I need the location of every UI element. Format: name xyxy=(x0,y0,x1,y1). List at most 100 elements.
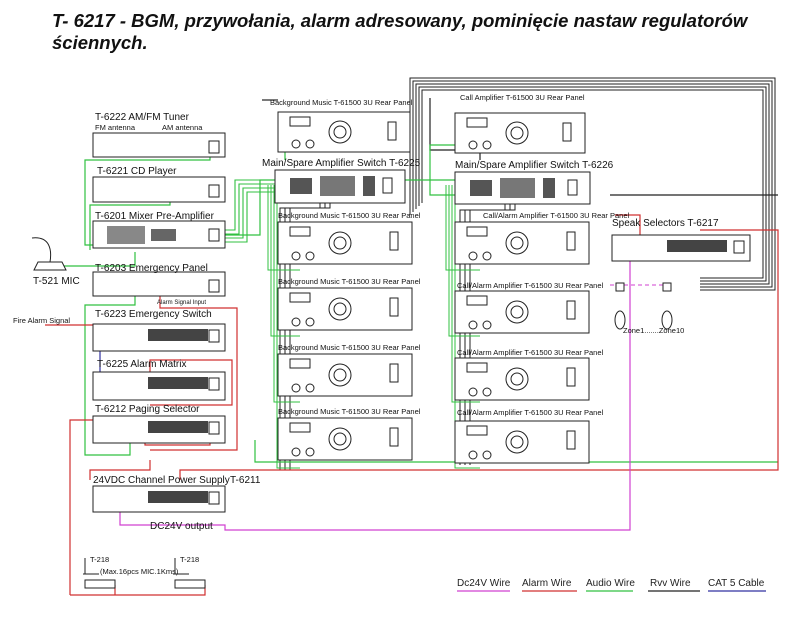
speaker-icon xyxy=(661,310,673,330)
power-socket-icon xyxy=(389,231,399,251)
bgm-amp-3 xyxy=(277,353,413,397)
call-amp-4 xyxy=(454,420,590,464)
power-supply-label: 24VDC Channel Power Supply xyxy=(93,475,230,486)
connector xyxy=(468,140,478,150)
paging-mic-2-label: T-218 xyxy=(180,555,199,564)
audio-wire xyxy=(62,252,136,267)
power-socket-icon xyxy=(208,377,220,391)
terminal-block xyxy=(289,292,311,303)
connector xyxy=(468,320,478,330)
audio-wire xyxy=(270,185,300,337)
alarm-wire xyxy=(89,460,151,480)
cd-player-panel xyxy=(92,176,226,203)
switch-left-label: Main/Spare Amplifier Switch T-6225 xyxy=(262,158,421,169)
call-main-label: Call Amplifier T-61500 3U Rear Panel xyxy=(460,93,585,102)
connector xyxy=(482,251,492,261)
fan-icon xyxy=(505,367,529,391)
fan-icon xyxy=(510,236,524,250)
legend-rvv: Rvv Wire xyxy=(650,578,691,589)
connector xyxy=(468,251,478,261)
fan-icon xyxy=(328,297,352,321)
bgm-amp-label: Background Music T-61500 3U Rear Panel xyxy=(278,407,421,416)
terminal-strip xyxy=(148,491,208,503)
terminal-strip xyxy=(148,329,208,341)
rvv-wire xyxy=(418,86,767,282)
connector xyxy=(305,251,315,261)
fan-icon xyxy=(505,300,529,324)
alarm-matrix xyxy=(92,371,226,401)
legend-cat5: CAT 5 Cable xyxy=(708,578,765,589)
call-amp-label: Call/Alarm Amplifier T-61500 3U Rear Pan… xyxy=(483,211,630,220)
emergency-switch xyxy=(92,323,226,352)
fan-icon xyxy=(505,231,529,255)
audio-wire xyxy=(454,185,480,469)
power-supply xyxy=(92,485,226,513)
connector xyxy=(291,251,301,261)
dc24v-output-label: DC24V output xyxy=(150,521,213,532)
am-antenna-label: AM antenna xyxy=(162,123,203,132)
bgm-main-amp xyxy=(277,111,411,153)
power-socket-icon xyxy=(208,421,220,435)
tuner xyxy=(92,132,226,158)
fan-icon xyxy=(333,236,347,250)
fan-icon xyxy=(333,125,347,139)
alarm-wire xyxy=(150,278,238,451)
power-socket-icon xyxy=(387,121,397,141)
audio-wire xyxy=(267,185,300,271)
switch-t6226 xyxy=(454,171,591,205)
relay-block xyxy=(320,176,355,196)
connector xyxy=(482,450,492,460)
volume-control-icon xyxy=(615,282,625,292)
fan-icon xyxy=(328,120,352,144)
rvv-wire xyxy=(421,89,764,279)
paging-mic-icon xyxy=(83,558,99,575)
terminal-block xyxy=(466,295,488,306)
legend-alarm: Alarm Wire xyxy=(522,578,572,589)
bgm-main-label: Background Music T-61500 3U Rear Panel xyxy=(270,98,413,107)
emergency-panel-panel xyxy=(92,271,226,297)
switch-right-label: Main/Spare Amplifier Switch T-6226 xyxy=(455,160,614,171)
fan-icon xyxy=(328,363,352,387)
power-socket-icon xyxy=(567,179,578,196)
emergency-panel-label: T-6203 Emergency Panel xyxy=(95,263,208,274)
power-socket-icon xyxy=(389,297,399,317)
audio-wire xyxy=(448,185,480,337)
bgm-amp-label: Background Music T-61500 3U Rear Panel xyxy=(278,277,421,286)
dc24v-wire xyxy=(119,260,631,531)
connector xyxy=(291,139,301,149)
power-socket-icon xyxy=(208,228,220,242)
fan-icon xyxy=(510,126,524,140)
power-socket-icon xyxy=(566,367,576,387)
terminal-block xyxy=(289,422,311,433)
power-socket-icon xyxy=(208,491,220,505)
paging-note: (Max.16pcs MIC.1Kms) xyxy=(100,567,179,576)
speaker-icon xyxy=(614,310,626,330)
power-socket-icon xyxy=(208,140,220,154)
paging-selector xyxy=(92,415,226,444)
relay-block xyxy=(500,178,535,198)
connector xyxy=(468,450,478,460)
power-supply-model: T-6211 xyxy=(230,475,261,486)
paging-mic-base xyxy=(84,579,116,589)
rvv-wire xyxy=(459,204,516,465)
call-main-amp xyxy=(454,112,586,154)
mixer-outputs xyxy=(151,229,176,241)
cd-player xyxy=(92,176,226,203)
fan-icon xyxy=(505,121,529,145)
power-socket-icon xyxy=(566,300,576,320)
emergency-panel xyxy=(92,271,226,297)
alarm-wire xyxy=(615,214,641,235)
fan-icon xyxy=(510,372,524,386)
zones-label: Zone1.......Zone10 xyxy=(623,326,684,335)
call-amp-label: Call/Alarm Amplifier T-61500 3U Rear Pan… xyxy=(457,281,604,290)
terminal-block xyxy=(466,117,488,128)
connector xyxy=(305,383,315,393)
power-socket-icon xyxy=(733,240,745,254)
alarm-input-label: Alarm Signal Input xyxy=(157,300,206,306)
mixer-label: T-6201 Mixer Pre-Amplifier xyxy=(95,211,215,222)
cd-label: T-6221 CD Player xyxy=(97,166,177,177)
terminal-block xyxy=(466,226,488,237)
fan-icon xyxy=(510,435,524,449)
power-socket-icon xyxy=(566,231,576,251)
volume-control-icon xyxy=(662,282,672,292)
